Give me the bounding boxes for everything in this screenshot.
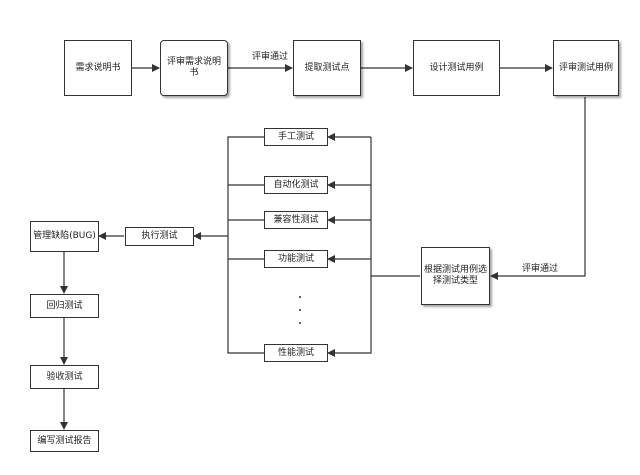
ellipsis-dot [299, 322, 301, 324]
arrow-to-performance [327, 276, 372, 357]
node-design-cases: 设计测试用例 [413, 40, 500, 96]
ellipsis-dot [299, 309, 301, 311]
left-bracket [227, 136, 264, 354]
node-performance: 性能测试 [264, 344, 328, 362]
ellipsis-dot [299, 296, 301, 298]
node-req-doc: 需求说明书 [64, 40, 132, 96]
node-extract-points: 提取测试点 [293, 40, 361, 96]
node-acceptance: 验收测试 [30, 365, 99, 389]
node-regression: 回归测试 [30, 294, 99, 318]
node-review-req: 评审需求说明书 [160, 40, 228, 96]
node-report: 编写测试报告 [30, 430, 99, 452]
label-review-pass-top: 评审通过 [252, 52, 289, 62]
node-manual: 手工测试 [264, 128, 328, 146]
node-compat: 兼容性测试 [264, 211, 328, 229]
arrow-reviewcases-to-select [490, 97, 586, 280]
label-review-pass-right: 评审通过 [522, 264, 559, 274]
node-functional: 功能测试 [264, 250, 328, 268]
arrow-select-trunk [370, 137, 420, 277]
node-bug: 管理缺陷(BUG) [30, 221, 99, 252]
node-execute: 执行测试 [125, 227, 194, 246]
node-automation: 自动化测试 [264, 176, 328, 194]
node-select-type: 根据测试用例选择测试类型 [421, 247, 490, 305]
node-review-cases: 评审测试用例 [553, 40, 619, 96]
